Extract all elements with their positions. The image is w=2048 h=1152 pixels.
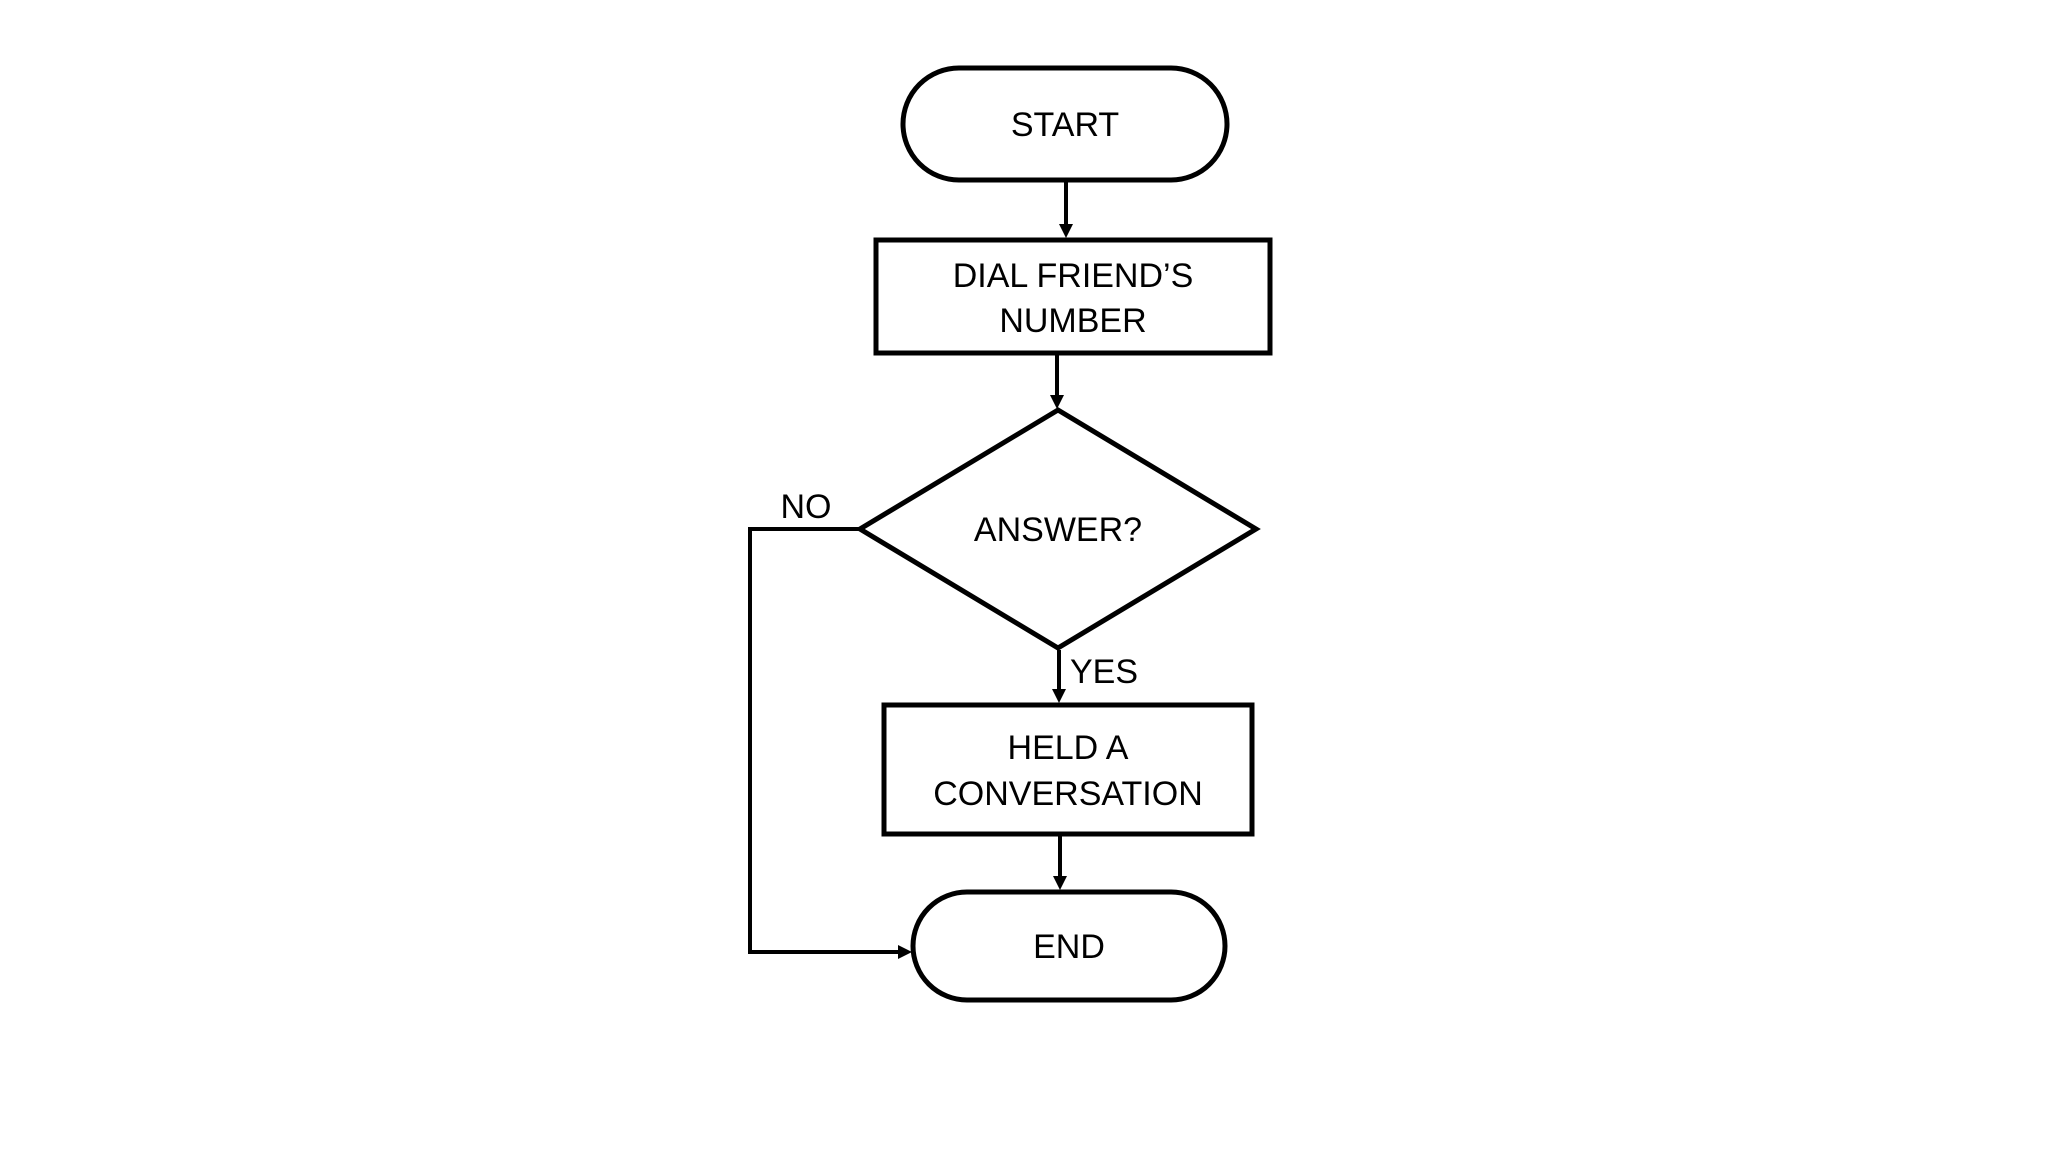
end-terminator-shape <box>910 889 1228 1003</box>
decision-label: ANSWER? <box>974 511 1142 549</box>
start-label: START <box>1011 106 1119 144</box>
dial-process-shape <box>873 237 1273 356</box>
connector-no-branch: NO <box>748 488 912 959</box>
arrowhead-icon <box>1059 224 1073 238</box>
arrowhead-icon <box>1050 395 1064 409</box>
arrowhead-icon <box>1052 689 1066 703</box>
held-label-line1: HELD A <box>1008 729 1129 767</box>
start-terminator-shape <box>900 65 1230 183</box>
no-branch-label: NO <box>781 488 832 526</box>
decision-diamond-shape <box>855 407 1261 651</box>
connector-line <box>748 527 900 954</box>
answer-decision-node: ANSWER? <box>855 407 1261 651</box>
connector-held-to-end <box>1053 836 1067 890</box>
start-node: START <box>900 65 1230 183</box>
connector-dial-to-decision <box>1050 355 1064 409</box>
arrowhead-icon <box>1053 876 1067 890</box>
yes-branch-label: YES <box>1070 653 1138 691</box>
connector-start-to-dial <box>1059 182 1073 238</box>
dial-label-line1: DIAL FRIEND’S <box>953 257 1194 295</box>
held-conversation-shape <box>881 702 1255 837</box>
end-node: END <box>910 889 1228 1003</box>
held-label-line2: CONVERSATION <box>933 775 1203 813</box>
connector-yes-branch: YES <box>1052 650 1138 703</box>
dial-label-line2: NUMBER <box>999 302 1146 340</box>
dial-process-node: DIAL FRIEND’S NUMBER <box>873 237 1273 356</box>
held-conversation-node: HELD A CONVERSATION <box>881 702 1255 837</box>
end-label: END <box>1033 928 1105 966</box>
arrowhead-icon <box>898 945 912 959</box>
